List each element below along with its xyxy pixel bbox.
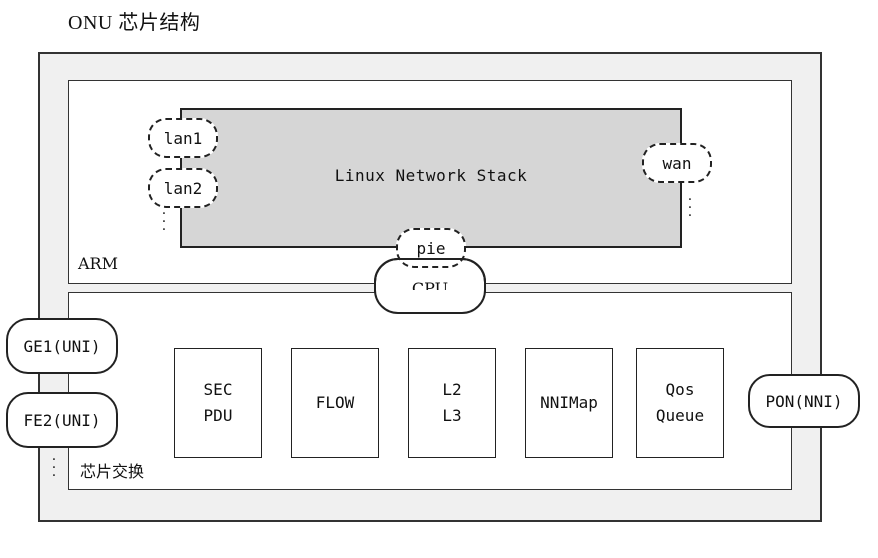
chip-switch-label: 芯片交换 <box>80 462 145 481</box>
more-uni-ports-ellipsis: ··· <box>51 452 57 484</box>
fe2-uni-label: FE2(UNI) <box>23 410 101 430</box>
module-qos-queue-line1: Qos <box>665 380 695 399</box>
module-sec-pdu-line2: PDU <box>203 406 233 425</box>
module-sec-pdu: SEC PDU <box>174 348 262 458</box>
pie-port: pie <box>396 228 466 268</box>
module-nnimap-line1: NNIMap <box>540 393 598 412</box>
module-qos-queue-line2: Queue <box>655 406 705 425</box>
pon-nni-label: PON(NNI) <box>765 391 843 411</box>
pie-label: pie <box>416 238 446 258</box>
linux-network-stack-label: Linux Network Stack <box>334 166 528 185</box>
module-l2-l3-line1: L2 <box>442 380 462 399</box>
more-lan-ports-ellipsis: ··· <box>161 206 167 238</box>
module-l2-l3-line2: L3 <box>442 406 462 425</box>
wan-port: wan <box>642 143 712 183</box>
ge1-uni-port: GE1(UNI) <box>6 318 118 374</box>
lan1-label: lan1 <box>163 128 203 148</box>
module-flow: FLOW <box>291 348 379 458</box>
cpu-overlap-mask <box>376 290 484 296</box>
module-flow-line1: FLOW <box>315 393 355 412</box>
arm-label: ARM <box>78 254 118 273</box>
fe2-uni-port: FE2(UNI) <box>6 392 118 448</box>
diagram-title: ONU 芯片结构 <box>68 12 201 34</box>
module-sec-pdu-line1: SEC <box>203 380 233 399</box>
more-wan-ports-ellipsis: ··· <box>687 192 693 224</box>
cpu-outline <box>374 258 486 314</box>
ge1-uni-label: GE1(UNI) <box>23 336 101 356</box>
pon-nni-port: PON(NNI) <box>748 374 860 428</box>
lan2-port: lan2 <box>148 168 218 208</box>
module-nnimap: NNIMap <box>525 348 613 458</box>
module-l2-l3: L2 L3 <box>408 348 496 458</box>
lan1-port: lan1 <box>148 118 218 158</box>
module-qos-queue: Qos Queue <box>636 348 724 458</box>
wan-label: wan <box>662 153 692 173</box>
lan2-label: lan2 <box>163 178 203 198</box>
